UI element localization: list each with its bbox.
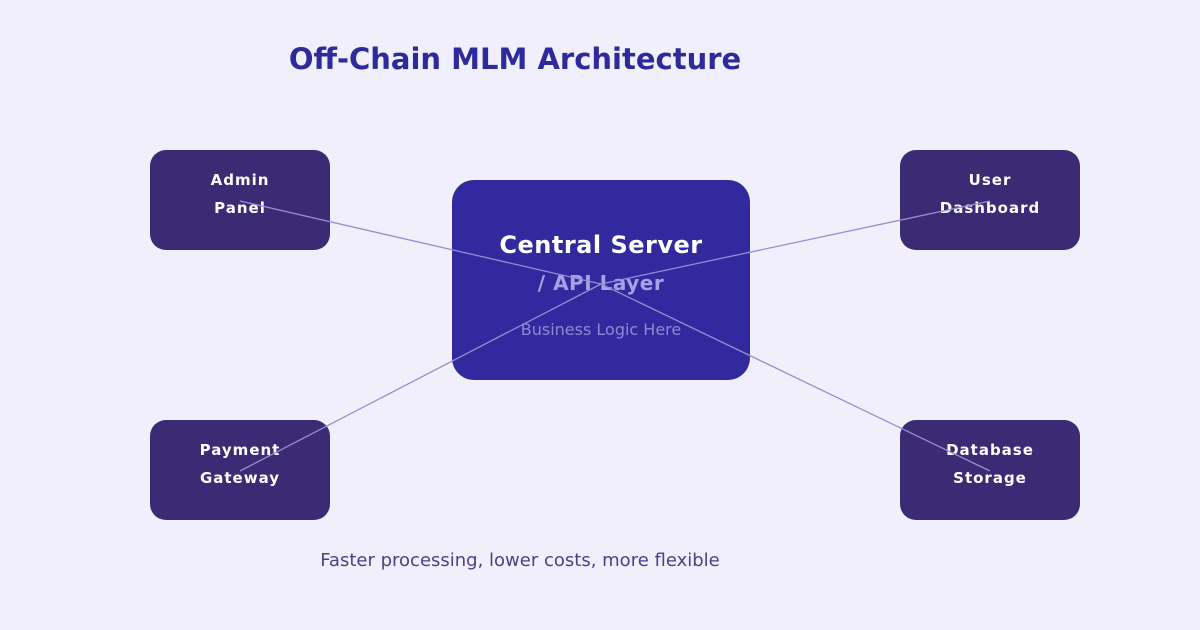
central-server-note: Business Logic Here (520, 320, 682, 339)
central-server-node: Central Server / API Layer Business Logi… (452, 180, 750, 380)
admin-panel-label-line2: Panel (214, 199, 266, 217)
database-storage-label-line2: Storage (953, 469, 1027, 487)
admin-panel-node: Admin Panel (150, 150, 330, 250)
user-dashboard-label-line2: Dashboard (939, 199, 1041, 217)
diagram-title: Off-Chain MLM Architecture (288, 42, 742, 76)
user-dashboard-node: User Dashboard (900, 150, 1080, 250)
central-server-title: Central Server (499, 231, 703, 259)
user-dashboard-label-line1: User (968, 171, 1012, 189)
payment-gateway-label-line1: Payment (199, 441, 281, 459)
database-storage-label-line1: Database (946, 441, 1034, 459)
diagram-caption: Faster processing, lower costs, more fle… (320, 550, 720, 571)
payment-gateway-node: Payment Gateway (150, 420, 330, 520)
payment-gateway-label-line2: Gateway (199, 469, 281, 487)
database-storage-node: Database Storage (900, 420, 1080, 520)
central-server-subtitle: / API Layer (537, 271, 665, 295)
admin-panel-label-line1: Admin (210, 171, 270, 189)
